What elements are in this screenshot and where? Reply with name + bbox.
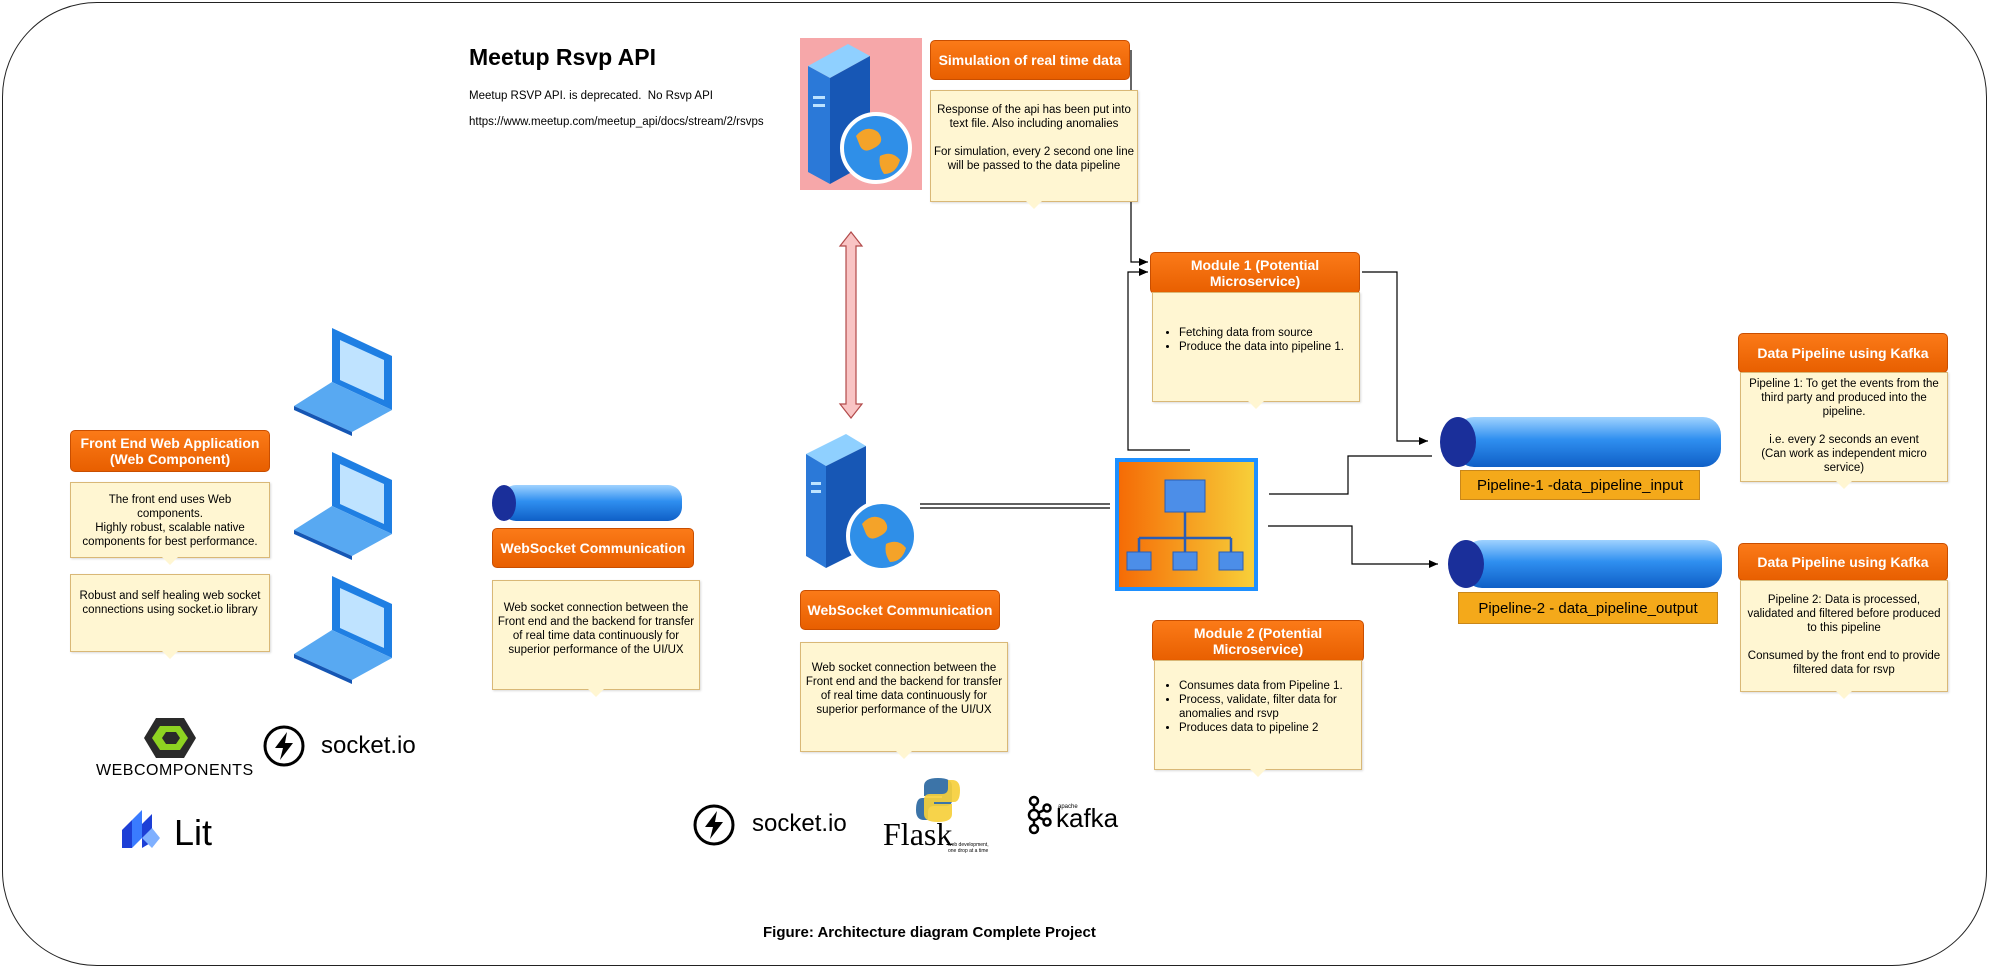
socketio-logo-icon: [263, 725, 305, 767]
frontend-socket-desc: Robust and self healing web socket conne…: [70, 574, 270, 659]
socketio-logo-icon: [693, 804, 735, 846]
module-2-item: Produces data to pipeline 2: [1179, 721, 1357, 735]
websocket-left-desc: Web socket connection between the Front …: [492, 580, 700, 697]
frontend-desc: The front end uses Web components. Highl…: [70, 482, 270, 565]
module-2-title: Module 2 (Potential Microservice): [1152, 620, 1364, 662]
socketio-logo-text-2: socket.io: [752, 810, 847, 837]
pipeline-2-label: Pipeline-2 - data_pipeline_output: [1458, 592, 1718, 624]
pipeline-1-pipe-icon: [1440, 417, 1721, 467]
api-deprecation-note: Meetup RSVP API. is deprecated. No Rsvp …: [469, 90, 713, 102]
module-1-item: Fetching data from source: [1179, 326, 1353, 340]
edge-hub-to-pipeline2: [1268, 525, 1438, 568]
kafka-2-title: Data Pipeline using Kafka: [1738, 543, 1948, 581]
python-logo-icon: [916, 778, 960, 822]
kafka-logo-text: kafka: [1056, 803, 1119, 833]
module-1-desc: Fetching data from source Produce the da…: [1152, 292, 1360, 409]
api-server-icon: [800, 38, 922, 190]
websocket-pipe-icon: [492, 485, 682, 521]
pipeline-1-label: Pipeline-1 -data_pipeline_input: [1460, 470, 1700, 500]
api-url: https://www.meetup.com/meetup_api/docs/s…: [469, 116, 764, 128]
module-2-desc: Consumes data from Pipeline 1. Process, …: [1154, 660, 1362, 777]
flask-tagline: web development, one drop at a time: [948, 842, 989, 854]
kafka-2-desc: Pipeline 2: Data is processed, validated…: [1740, 580, 1948, 699]
frontend-title: Front End Web Application (Web Component…: [70, 430, 270, 472]
module-1-item: Produce the data into pipeline 1.: [1179, 340, 1353, 354]
module-1-title: Module 1 (Potential Microservice): [1150, 252, 1360, 294]
socketio-logo-text: socket.io: [321, 732, 416, 759]
edge-hub-to-module1: [1127, 268, 1190, 451]
simulation-desc: Response of the api has been put into te…: [930, 90, 1138, 209]
page-title: Meetup Rsvp API: [469, 44, 657, 70]
kafka-logo-icon: [1027, 795, 1052, 835]
backend-server-icon: [806, 434, 918, 572]
bidirectional-arrow: [838, 231, 864, 419]
simulation-title: Simulation of real time data: [930, 40, 1130, 80]
figure-caption: Figure: Architecture diagram Complete Pr…: [763, 924, 1096, 941]
lit-logo-icon: [122, 810, 160, 848]
lit-logo-text: Lit: [174, 812, 213, 853]
websocket-center-desc: Web socket connection between the Front …: [800, 642, 1008, 759]
module-2-item: Process, validate, filter data for anoma…: [1179, 693, 1357, 721]
kafka-logo-prefix: apache: [1058, 804, 1078, 810]
pipeline-2-pipe-icon: [1448, 540, 1722, 588]
websocket-left-title: WebSocket Communication: [492, 528, 694, 568]
edge-pipeline1-to-hub: [1269, 455, 1432, 495]
flask-logo-text: Flask: [883, 816, 953, 852]
laptop-icon: [294, 576, 392, 684]
edge-module1-to-pipeline1: [1362, 271, 1428, 445]
laptop-icon: [294, 328, 392, 436]
webcomponents-logo-icon: [144, 718, 196, 758]
network-hub-icon: [1115, 458, 1258, 591]
kafka-1-desc: Pipeline 1: To get the events from the t…: [1740, 372, 1948, 489]
webcomponents-logo-text: WEBCOMPONENTS: [96, 762, 254, 779]
kafka-1-title: Data Pipeline using Kafka: [1738, 333, 1948, 373]
laptop-icon: [294, 452, 392, 560]
websocket-center-title: WebSocket Communication: [800, 590, 1000, 630]
module-2-item: Consumes data from Pipeline 1.: [1179, 679, 1357, 693]
